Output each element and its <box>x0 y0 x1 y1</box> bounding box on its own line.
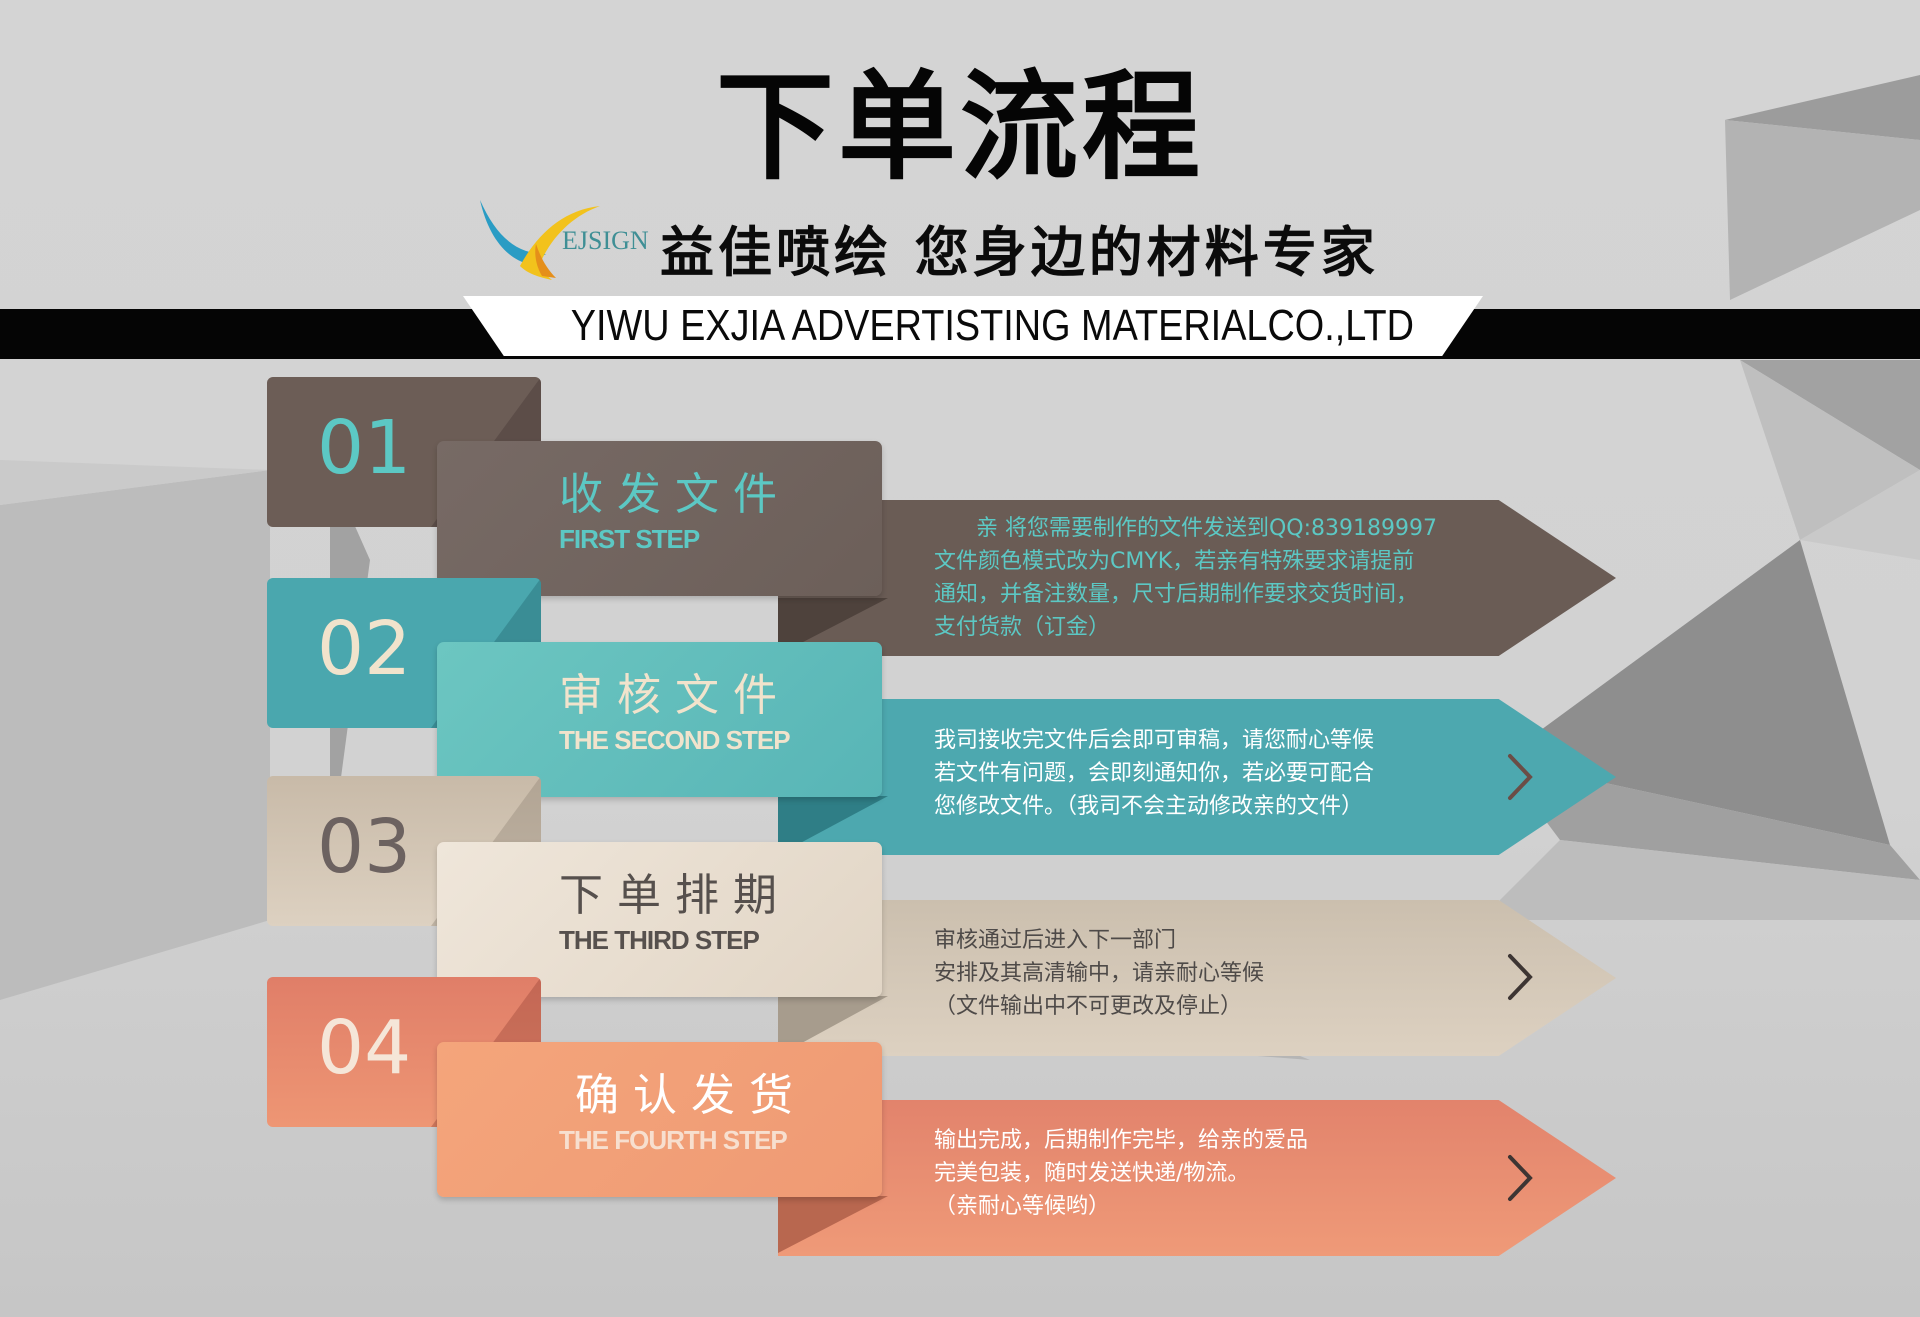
step-4-title-cn: 确认发货 <box>575 1070 807 1121</box>
step-4-title-en: THE FOURTH STEP <box>559 1125 788 1155</box>
step-3-title-en: THE THIRD STEP <box>559 925 760 955</box>
ejsign-logo-icon <box>480 200 600 280</box>
step-2-number: 02 <box>317 606 412 692</box>
step-3-number: 03 <box>317 804 412 890</box>
step-2-description-arrow <box>778 699 1616 855</box>
step-4-title-card: 确认发货 THE FOURTH STEP <box>437 1042 882 1197</box>
chevron-right-icon <box>1508 754 1533 800</box>
page-title: 下单流程 <box>715 58 1204 196</box>
step-1-title-en: FIRST STEP <box>559 524 700 554</box>
chevron-right-icon <box>1508 1155 1533 1201</box>
step-3-title-cn: 下单排期 <box>559 870 791 921</box>
logo-text: EJSIGN <box>562 226 649 255</box>
chevron-right-icon <box>1508 954 1533 1000</box>
step-1-title-cn: 收发文件 <box>559 469 791 520</box>
step-3-description: 审核通过后进入下一部门 安排及其高清输中，请亲耐心等候 （文件输出中不可更改及停… <box>934 928 1265 1019</box>
step-4-number: 04 <box>317 1005 412 1091</box>
step-2-title-cn: 审核文件 <box>559 670 791 721</box>
company-name-banner <box>463 296 1483 356</box>
step-3-description-arrow <box>778 900 1616 1056</box>
step-2-description: 我司接收完文件后会即可审稿，请您耐心等候 若文件有问题，会即刻通知你，若必要可配… <box>934 728 1375 819</box>
step-4-description-arrow <box>778 1100 1616 1256</box>
step-2-title-card: 审核文件 THE SECOND STEP <box>437 642 882 797</box>
company-slogan: 益佳喷绘 您身边的材料专家 <box>660 220 1379 284</box>
step-3-title-card: 下单排期 THE THIRD STEP <box>437 842 882 997</box>
step-1-description: 亲 将您需要制作的文件发送到QQ:839189997 文件颜色模式改为CMYK，… <box>934 516 1437 640</box>
step-1-title-card: 收发文件 FIRST STEP <box>437 441 882 596</box>
step-4-description: 输出完成，后期制作完毕，给亲的爱品 完美包装，随时发送快递/物流。 （亲耐心等候… <box>934 1128 1309 1219</box>
step-1-description-arrow <box>778 500 1616 656</box>
step-1-number: 01 <box>317 405 412 491</box>
company-name: YIWU EXJIA ADVERTISTING MATERIALCO.,LTD <box>570 301 1414 350</box>
step-2-title-en: THE SECOND STEP <box>559 725 791 755</box>
